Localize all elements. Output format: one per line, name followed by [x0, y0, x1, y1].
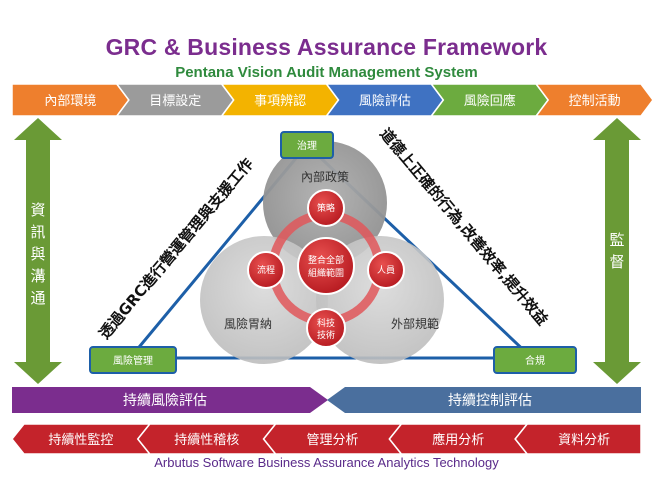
diagram-title: GRC & Business Assurance Framework: [105, 34, 548, 60]
top-flow-step: 內部環境: [11, 83, 130, 117]
people-circle: [367, 251, 405, 289]
top-flow-label: 風險回應: [464, 93, 516, 109]
left-arrow-label: 資訊與溝通: [30, 201, 45, 307]
top-flow-label: 風險評估: [359, 94, 411, 109]
left-communication-arrow: 資訊與溝通: [14, 118, 62, 384]
bottom-flow-step: 應用分析: [388, 423, 529, 455]
top-flow-step: 事項辨認: [220, 83, 340, 117]
right-arrow-label: 監督: [609, 231, 624, 271]
compliance-label: 合規: [525, 354, 545, 367]
continuous-risk-band: 持續風險評估: [12, 387, 328, 413]
footer-text: Arbutus Software Business Assurance Anal…: [154, 455, 499, 470]
venn-left-circle: [200, 236, 328, 364]
venn-left-label: 風險胃納: [224, 316, 272, 331]
top-flow-step: 風險回應: [429, 83, 550, 117]
process-label: 流程: [257, 264, 275, 276]
bottom-flow-label: 應用分析: [432, 432, 484, 448]
top-flow-label: 事項辨認: [254, 93, 306, 109]
technology-circle: [306, 308, 346, 348]
people-label: 人員: [377, 265, 395, 276]
technology-label-line-1: 科技: [317, 317, 335, 329]
center-circle-line-1: 整合全部: [308, 254, 344, 266]
risk-management-box: 風險管理: [89, 346, 177, 374]
continuous-control-label: 持續控制評估: [448, 393, 532, 409]
bottom-flow-step: 資料分析: [514, 423, 642, 455]
bottom-flow-label: 資料分析: [558, 433, 610, 448]
top-flow-label: 目標設定: [149, 93, 201, 109]
right-monitor-arrow: 監督: [593, 118, 641, 384]
pillar-circles: 整合全部 組織範圍 策略 流程 人員 科技 技術: [247, 189, 405, 348]
governance-label: 治理: [297, 139, 317, 152]
diagram-subtitle: Pentana Vision Audit Management System: [175, 64, 478, 81]
continuous-risk-label: 持續風險評估: [123, 393, 207, 409]
venn-right-label: 外部規範: [391, 316, 439, 331]
venn-top-label: 內部政策: [301, 169, 349, 184]
governance-box: 治理: [280, 131, 334, 159]
top-flow-step: 風險評估: [325, 83, 445, 117]
top-flow-chevron: [534, 83, 653, 117]
top-flow-step: 控制活動: [534, 83, 653, 117]
venn-diagram: 內部政策 風險胃納 外部規範: [200, 141, 444, 364]
top-flow-step: 目標設定: [115, 83, 235, 117]
center-circle: [297, 237, 355, 295]
strategy-circle: [307, 189, 345, 227]
risk-management-label: 風險管理: [113, 354, 153, 367]
bottom-flow-label: 持續性稽核: [174, 433, 239, 448]
technology-label-line-2: 技術: [317, 329, 335, 341]
bottom-flow-chevron: [514, 423, 642, 455]
center-circle-line-2: 組織範圍: [308, 267, 344, 279]
bottom-flow-label: 管理分析: [306, 433, 358, 448]
bottom-flow-step: 持續性稽核: [136, 423, 278, 455]
top-flow-label: 控制活動: [569, 94, 621, 109]
compliance-box: 合規: [493, 346, 577, 374]
process-circle: [247, 251, 285, 289]
bottom-flow-step: 持續性監控: [11, 423, 152, 455]
continuous-control-band: 持續控制評估: [327, 387, 641, 413]
bottom-flow-label: 持續性監控: [48, 432, 113, 448]
strategy-label: 策略: [317, 202, 335, 214]
top-flow-label: 內部環境: [44, 94, 96, 109]
bottom-flow-step: 管理分析: [262, 423, 403, 455]
